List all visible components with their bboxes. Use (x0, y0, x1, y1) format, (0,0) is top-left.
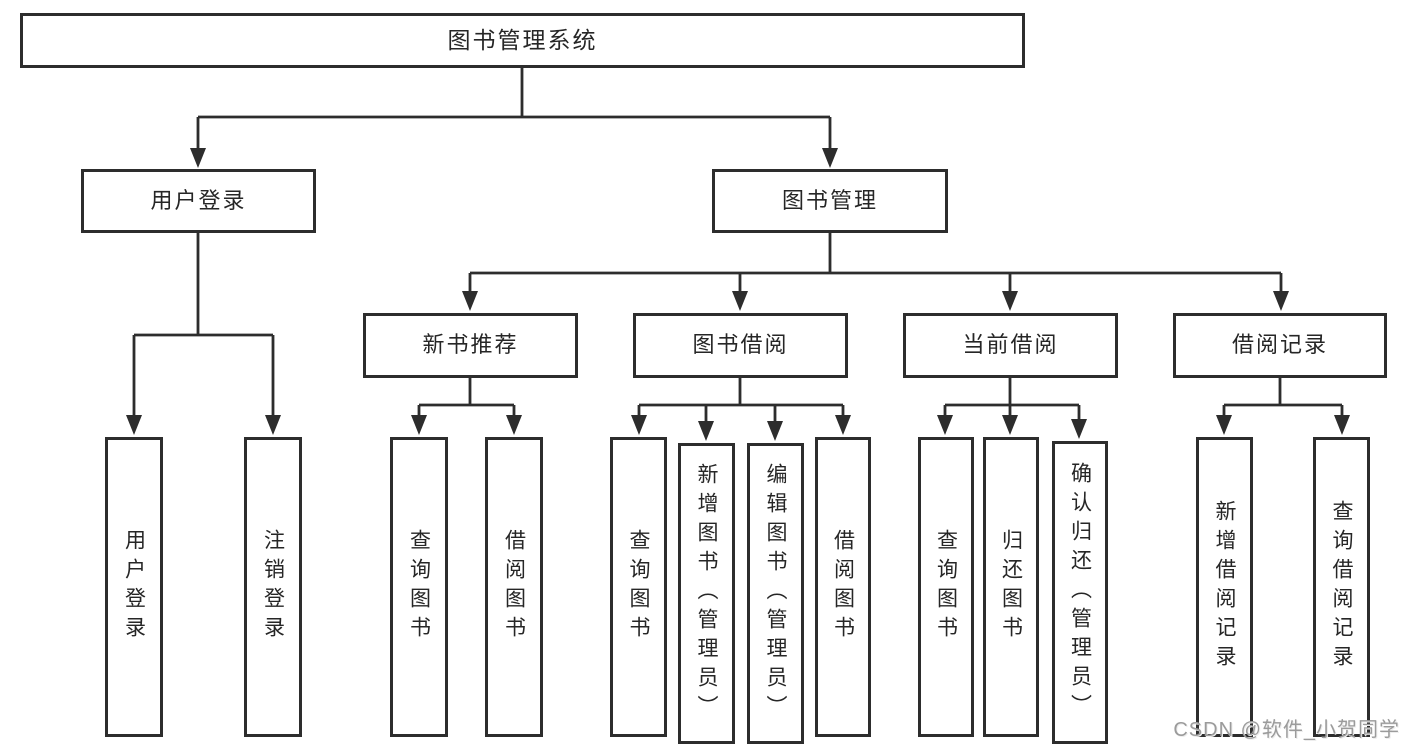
leaf-query-borrow-record-label: 查询借阅记录 (1330, 500, 1353, 674)
leaf-recommend-borrow-books-label: 借阅图书 (502, 529, 526, 645)
leaf-current-query-books: 查询图书 (918, 437, 974, 737)
leaf-return-books-label: 归还图书 (999, 529, 1023, 645)
leaf-user-login-label: 用户登录 (122, 529, 146, 645)
node-library-management-system: 图书管理系统 (20, 13, 1025, 68)
csdn-watermark: CSDN @软件_小贺同学 (1173, 719, 1400, 741)
leaf-add-books-admin: 新增图书（管理员） (678, 443, 735, 744)
node-borrow-records: 借阅记录 (1173, 313, 1387, 378)
leaf-user-login: 用户登录 (105, 437, 163, 737)
node-library-management-system-label: 图书管理系统 (447, 26, 598, 53)
leaf-borrow-books-label: 借阅图书 (831, 529, 855, 645)
leaf-recommend-query-books: 查询图书 (390, 437, 448, 737)
leaf-add-books-admin-label: 新增图书（管理员） (695, 463, 718, 724)
leaf-edit-books-admin-label: 编辑图书（管理员） (764, 463, 787, 724)
node-new-book-recommend: 新书推荐 (363, 313, 578, 378)
node-user-login-label: 用户登录 (150, 187, 247, 213)
leaf-query-borrow-record: 查询借阅记录 (1313, 437, 1370, 737)
leaf-borrow-query-books: 查询图书 (610, 437, 667, 737)
leaf-recommend-borrow-books: 借阅图书 (485, 437, 543, 737)
node-book-borrow-label: 图书借阅 (692, 332, 789, 358)
leaf-edit-books-admin: 编辑图书（管理员） (747, 443, 804, 744)
leaf-recommend-query-books-label: 查询图书 (407, 529, 431, 645)
leaf-add-borrow-record: 新增借阅记录 (1196, 437, 1253, 737)
leaf-borrow-books: 借阅图书 (815, 437, 871, 737)
leaf-logout: 注销登录 (244, 437, 302, 737)
node-book-management: 图书管理 (712, 169, 948, 233)
leaf-confirm-return-admin-label: 确认归还（管理员） (1068, 462, 1092, 723)
node-borrow-records-label: 借阅记录 (1231, 332, 1328, 358)
leaf-return-books: 归还图书 (983, 437, 1039, 737)
node-book-borrow: 图书借阅 (633, 313, 848, 378)
node-current-borrow: 当前借阅 (903, 313, 1118, 378)
node-user-login: 用户登录 (81, 169, 316, 233)
leaf-borrow-query-books-label: 查询图书 (627, 529, 650, 645)
leaf-logout-label: 注销登录 (261, 529, 285, 645)
leaf-add-borrow-record-label: 新增借阅记录 (1213, 500, 1236, 674)
node-new-book-recommend-label: 新书推荐 (422, 332, 519, 358)
node-book-management-label: 图书管理 (781, 187, 878, 213)
leaf-current-query-books-label: 查询图书 (934, 529, 958, 645)
leaf-confirm-return-admin: 确认归还（管理员） (1052, 441, 1108, 744)
node-current-borrow-label: 当前借阅 (962, 332, 1059, 358)
